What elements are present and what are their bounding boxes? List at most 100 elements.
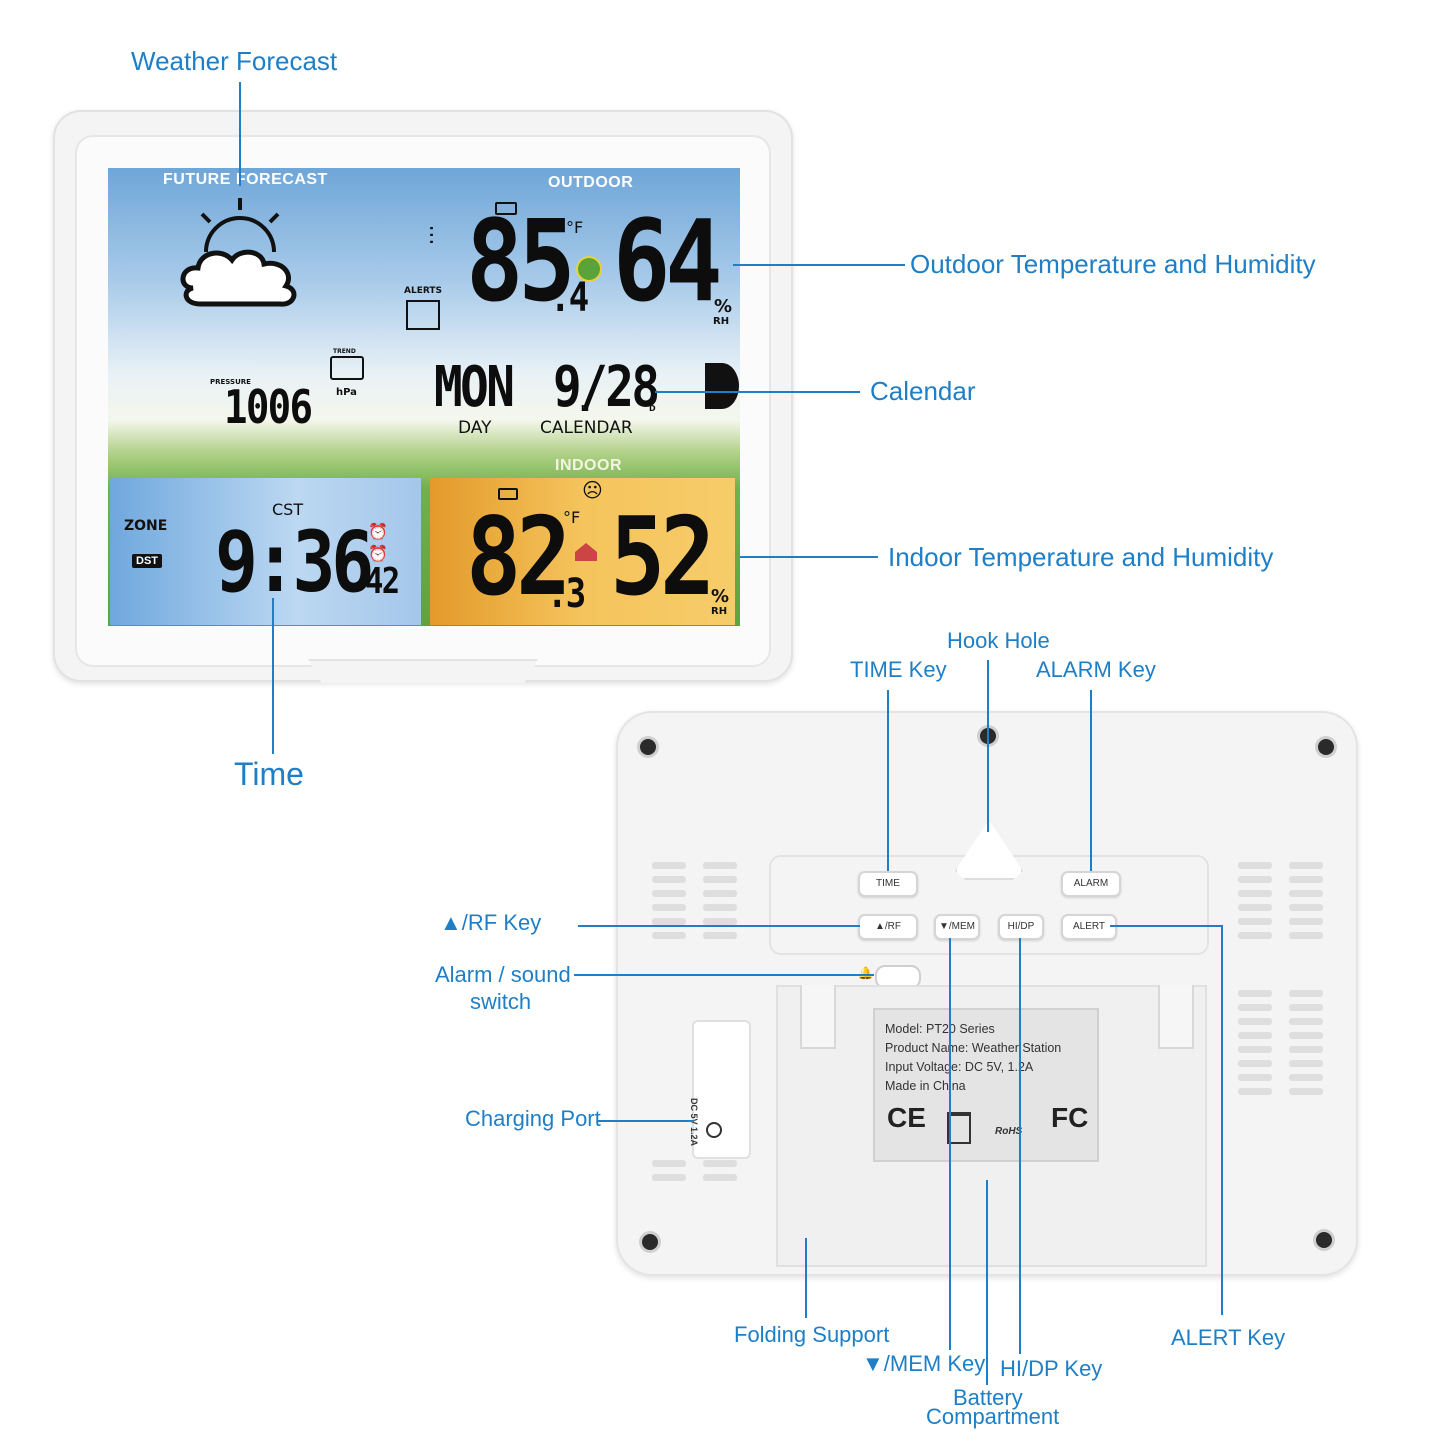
callout-weather-forecast: Weather Forecast xyxy=(131,46,338,76)
comfort-face-icon: ☹ xyxy=(582,478,603,502)
rohs-mark: RoHS xyxy=(995,1126,1023,1137)
leader-time-key xyxy=(887,690,889,871)
charging-port-cover: DC 5V 1.2A xyxy=(689,1020,751,1159)
callout-charging-port: Charging Port xyxy=(465,1106,601,1131)
alert-thermometer-icon xyxy=(406,300,440,330)
house-icon xyxy=(575,543,597,561)
leader-alert-key-h xyxy=(1110,925,1222,927)
leader-indoor xyxy=(740,556,878,558)
outdoor-rh-label: RH xyxy=(713,316,730,327)
tree-icon xyxy=(578,258,600,280)
callout-battery-2: Compartment xyxy=(926,1404,1060,1429)
indoor-label: INDOOR xyxy=(555,457,622,474)
indoor-rh-label: RH xyxy=(711,606,728,617)
timezone-label: CST xyxy=(272,500,304,519)
outdoor-temperature: 85 xyxy=(466,197,576,327)
sensor-signal-icon: ⵗ xyxy=(428,224,436,249)
screw-top-right xyxy=(1318,739,1334,755)
callout-battery-1: Battery xyxy=(953,1385,1023,1410)
outdoor-label: OUTDOOR xyxy=(548,174,634,191)
label-model: Model: PT20 Series xyxy=(885,1022,995,1036)
alarm-clock-icon: ⏰ xyxy=(368,522,388,541)
weee-bin-icon xyxy=(947,1112,971,1144)
indoor-panel: ☹ 82 .3 °F 52 % RH xyxy=(430,478,735,625)
leader-alarm-key xyxy=(1090,690,1092,871)
front-stand-foot xyxy=(308,659,538,683)
callout-alarm-switch-2: switch xyxy=(470,989,532,1014)
leader-charging-port xyxy=(598,1120,694,1122)
callout-indoor: Indoor Temperature and Humidity xyxy=(888,542,1274,572)
outdoor-temperature-decimal: .4 xyxy=(550,275,589,321)
fc-mark: FC xyxy=(1051,1102,1089,1133)
callout-alert-key: ALERT Key xyxy=(1171,1325,1286,1350)
battery-icon xyxy=(495,202,517,215)
callout-rf-key: ▲/RF Key xyxy=(440,910,542,935)
alert-key[interactable]: ALERT xyxy=(1061,914,1117,940)
outdoor-temp-unit: °F xyxy=(566,218,584,237)
trend-arrow-icon xyxy=(330,356,364,380)
leader-time xyxy=(272,598,274,754)
time-key[interactable]: TIME xyxy=(858,871,918,897)
day-label: DAY xyxy=(458,418,492,438)
ce-mark: CE xyxy=(887,1102,926,1133)
date-value: 9/28 xyxy=(553,355,660,420)
partly-cloudy-icon xyxy=(180,198,297,307)
month-marker: M xyxy=(581,404,589,413)
leader-mem-key xyxy=(949,938,951,1350)
trend-label: TREND xyxy=(333,348,356,355)
day-marker: D xyxy=(649,404,656,413)
hidp-key[interactable]: HI/DP xyxy=(998,914,1044,940)
pressure-label: PRESSURE xyxy=(210,378,251,386)
dc-port-icon[interactable] xyxy=(706,1122,722,1138)
callout-calendar: Calendar xyxy=(870,376,976,406)
moon-phase-icon xyxy=(705,363,739,409)
clock-seconds: 42 xyxy=(365,561,400,602)
callout-hidp-key: HI/DP Key xyxy=(1000,1356,1103,1381)
outdoor-humidity: 64 xyxy=(613,197,723,327)
callout-folding-support: Folding Support xyxy=(734,1322,890,1347)
screw-bottom-left xyxy=(642,1234,658,1250)
indoor-battery-icon xyxy=(498,488,518,500)
leader-rf-key xyxy=(578,925,860,927)
clock-time: 9:36 xyxy=(215,513,374,611)
indoor-temperature: 82 xyxy=(466,495,571,620)
leader-folding-support xyxy=(805,1238,807,1318)
screw-bottom-right xyxy=(1316,1232,1332,1248)
callout-alarm-switch-1: Alarm / sound xyxy=(435,962,571,987)
indoor-humidity: 52 xyxy=(610,495,715,620)
bell-icon: 🔔 xyxy=(858,966,873,980)
calendar-label: CALENDAR xyxy=(540,418,633,438)
future-forecast-label: FUTURE FORECAST xyxy=(163,171,328,188)
time-panel: ZONE DST CST 9:36 ⏰ ⏰ 42 xyxy=(110,478,421,625)
alarm-clock-2-icon: ⏰ xyxy=(368,544,388,563)
weekday-value: MON xyxy=(434,355,515,420)
mem-key[interactable]: ▼/MEM xyxy=(934,914,980,940)
screw-top-left xyxy=(640,739,656,755)
outdoor-humidity-unit: % xyxy=(714,296,733,317)
label-product-name: Product Name: Weather Station xyxy=(885,1041,1062,1055)
product-label: Model: PT20 Series Product Name: Weather… xyxy=(873,1008,1099,1162)
callout-alarm-key: ALARM Key xyxy=(1036,657,1156,682)
leader-weather-forecast xyxy=(239,82,241,186)
rf-key[interactable]: ▲/RF xyxy=(858,914,918,940)
zone-label: ZONE xyxy=(124,518,168,534)
indoor-temperature-decimal: .3 xyxy=(547,571,586,617)
callout-outdoor: Outdoor Temperature and Humidity xyxy=(910,249,1316,279)
leader-alarm-switch xyxy=(574,974,874,976)
leader-calendar xyxy=(655,391,860,393)
callout-time-key: TIME Key xyxy=(850,657,947,682)
folding-support-leg-right xyxy=(1158,985,1194,1049)
leader-outdoor xyxy=(733,264,905,266)
pressure-value: 1006 xyxy=(224,380,313,434)
alarm-key[interactable]: ALARM xyxy=(1061,871,1121,897)
leader-battery xyxy=(986,1180,988,1385)
label-made-in: Made in China xyxy=(885,1079,966,1093)
dst-badge: DST xyxy=(132,554,162,568)
leader-hook-hole xyxy=(987,660,989,832)
label-input-voltage: Input Voltage: DC 5V, 1.2A xyxy=(885,1060,1034,1074)
alerts-label: ALERTS xyxy=(404,286,442,296)
leader-hidp-key xyxy=(1019,938,1021,1354)
callout-mem-key: ▼/MEM Key xyxy=(862,1351,986,1376)
callout-hook-hole: Hook Hole xyxy=(947,628,1050,653)
pressure-unit: hPa xyxy=(336,387,357,398)
